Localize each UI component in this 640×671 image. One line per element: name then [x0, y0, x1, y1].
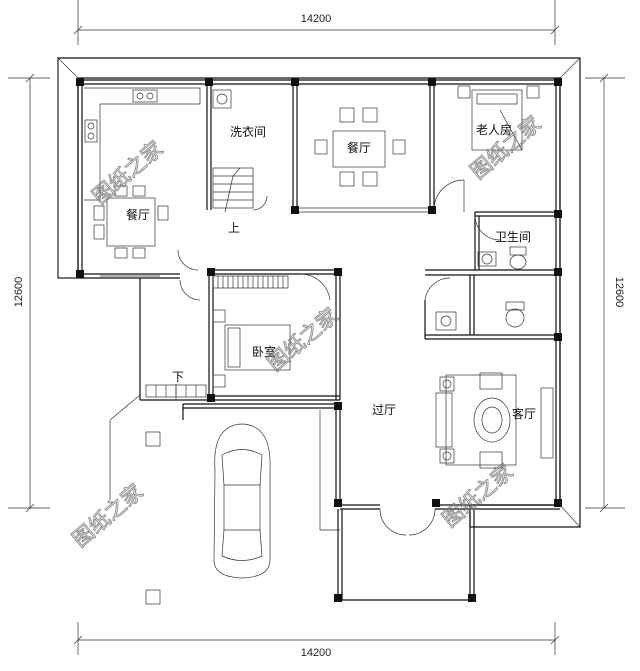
watermark-4: 图纸之家 [68, 479, 148, 551]
dimension-bottom: 14200 [73, 622, 560, 659]
kitchen-counter [84, 87, 201, 201]
door-elder-room [433, 179, 465, 212]
garage-posts [145, 431, 161, 605]
washing-machine [212, 89, 232, 109]
dimension-right: 12600 [585, 73, 625, 513]
watermark-5: 图纸之家 [438, 459, 518, 531]
room-label-bathroom: 卫生间 [495, 230, 531, 244]
closet [212, 275, 289, 289]
room-label-hall: 过厅 [372, 403, 396, 417]
structural-columns [76, 78, 562, 602]
room-label-bedroom: 卧室 [252, 344, 276, 359]
dimension-right-label: 12600 [613, 277, 625, 308]
stairs-down [145, 249, 207, 400]
room-label-elder-room: 老人房 [476, 122, 512, 137]
bathroom-fixtures [424, 215, 527, 331]
dimension-top-label: 14200 [301, 13, 332, 25]
sofa-set [435, 372, 517, 469]
bed-elder-room [457, 85, 540, 151]
bed-bedroom [212, 309, 291, 388]
dimension-top: 14200 [73, 0, 560, 45]
dimension-left-label: 12600 [13, 277, 25, 308]
walls [77, 79, 561, 601]
room-label-dining-left: 餐厅 [126, 207, 150, 222]
room-label-laundry: 洗衣间 [230, 124, 266, 139]
entry-door [379, 508, 436, 536]
dimension-left: 12600 [8, 73, 50, 513]
door-bedroom [299, 273, 331, 301]
dimension-bottom-label: 14200 [301, 647, 332, 659]
dining-table-center [314, 107, 406, 187]
dining-table-left [93, 185, 169, 259]
tv-cabinet [540, 387, 554, 459]
room-label-living-room: 客厅 [512, 406, 536, 421]
stairs-down-label: 下 [172, 370, 184, 384]
stairs-up-label: 上 [228, 221, 240, 235]
watermark-3: 图纸之家 [263, 303, 343, 375]
stairs-up [212, 167, 268, 213]
room-label-dining-center: 餐厅 [347, 140, 371, 155]
car [213, 423, 271, 579]
